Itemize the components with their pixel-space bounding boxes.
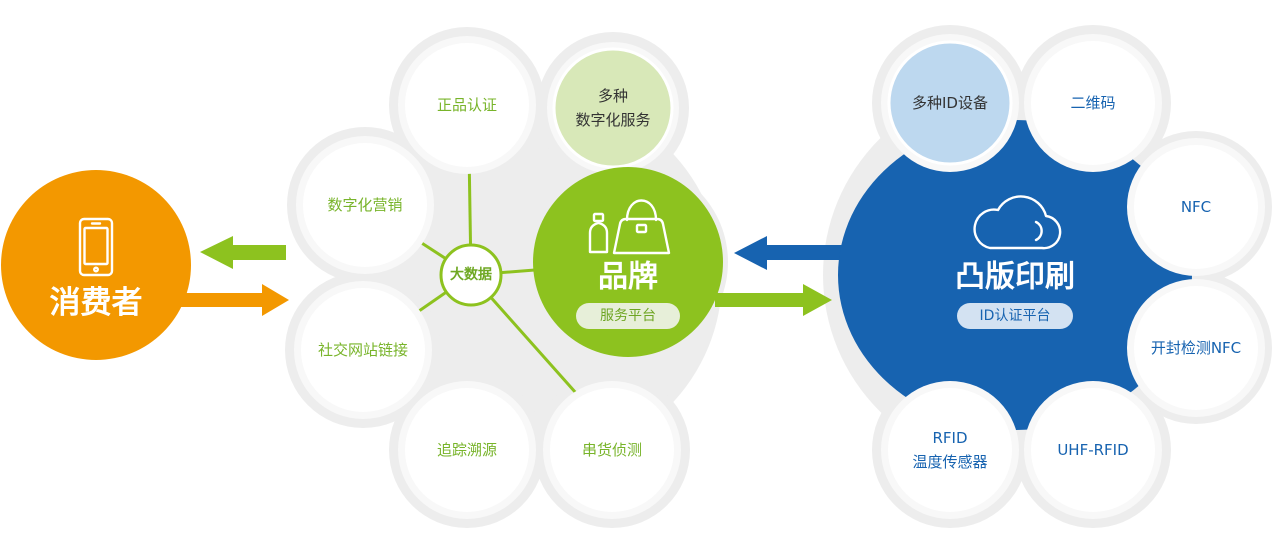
node-rfid-sensor-label-line-1: RFID	[932, 429, 967, 447]
perfume-bottle-body	[588, 221, 609, 254]
node-rfid-sensor: RFID 温度传感器	[881, 381, 1019, 519]
node-traceability-label: 追踪溯源	[437, 441, 497, 459]
node-circle-highlight	[552, 47, 674, 169]
shopping-bag-icon	[612, 199, 671, 255]
node-qr-code-label: 二维码	[1070, 94, 1115, 112]
consumer-label: 消费者	[50, 285, 143, 321]
arrow-brand-to-toppan	[715, 284, 832, 316]
toppan-title: 凸版印刷	[955, 260, 1075, 295]
brand-title: 品牌	[598, 260, 658, 295]
node-traceability: 追踪溯源	[398, 381, 536, 519]
node-circle-highlight	[887, 40, 1013, 166]
smartphone-screen	[83, 226, 109, 266]
cloud-inner-curve	[1034, 220, 1043, 242]
node-id-devices: 多种ID设备	[881, 34, 1019, 172]
brand-platform-pill	[576, 303, 680, 329]
brand-circle-group: 品牌 服务平台	[533, 167, 723, 357]
node-circle	[888, 388, 1012, 512]
arrow-toppan-to-brand	[734, 236, 845, 270]
toppan-circle	[838, 120, 1192, 430]
node-id-devices-label: 多种ID设备	[912, 94, 988, 112]
node-diversion-detection-label: 串货侦测	[582, 441, 642, 459]
smartphone-home-button	[92, 266, 99, 273]
node-circle	[303, 143, 427, 267]
brand-platform-label: 服务平台	[600, 308, 656, 324]
node-authenticity-label: 正品认证	[437, 96, 497, 114]
cloud-outline	[973, 195, 1062, 250]
node-circle	[405, 388, 529, 512]
node-diversion-detection: 串货侦测	[543, 381, 681, 519]
toppan-content: 凸版印刷 ID认证平台	[955, 195, 1075, 329]
shopping-bag-body	[612, 217, 671, 255]
node-circle	[1134, 145, 1258, 269]
arrow-brand-to-consumer	[200, 236, 286, 269]
node-digital-services-label-line-2: 数字化服务	[575, 111, 650, 129]
big-data-label: 大数据	[450, 266, 492, 283]
node-rfid-sensor-label-line-2: 温度传感器	[912, 453, 987, 471]
shopping-bag-clasp	[635, 223, 648, 234]
node-social-links: 社交网站链接	[294, 281, 432, 419]
node-circle	[1031, 388, 1155, 512]
node-circle	[1031, 41, 1155, 165]
node-circle	[405, 43, 529, 167]
big-data-hub: 大数据	[439, 243, 503, 307]
big-data-circle	[439, 243, 503, 307]
cloud-icon	[973, 195, 1062, 250]
perfume-bottle-cap	[592, 212, 605, 223]
node-qr-code: 二维码	[1024, 34, 1162, 172]
toppan-platform-pill	[957, 303, 1073, 329]
node-digital-marketing: 数字化营销	[296, 136, 434, 274]
node-social-links-label: 社交网站链接	[318, 341, 408, 359]
consumer-circle-group: 消费者	[1, 170, 191, 360]
node-circle	[1134, 286, 1258, 410]
node-tamper-nfc-label: 开封检测NFC	[1151, 339, 1241, 357]
node-digital-marketing-label: 数字化营销	[327, 196, 402, 214]
node-tamper-nfc: 开封检测NFC	[1127, 279, 1265, 417]
smartphone-body	[78, 217, 114, 277]
node-uhf-rfid-label: UHF-RFID	[1057, 441, 1128, 459]
perfume-bottle-icon	[588, 212, 609, 254]
shopping-bag-handle	[625, 199, 658, 222]
node-authenticity: 正品认证	[398, 36, 536, 174]
toppan-platform-label: ID认证平台	[980, 308, 1051, 324]
node-digital-services: 多种 数字化服务	[547, 42, 679, 174]
arrow-consumer-to-brand	[180, 284, 289, 316]
node-circle	[550, 388, 674, 512]
node-circle	[301, 288, 425, 412]
node-uhf-rfid: UHF-RFID	[1024, 381, 1162, 519]
node-nfc: NFC	[1127, 138, 1265, 276]
node-nfc-label: NFC	[1181, 198, 1211, 216]
node-digital-services-label-line-1: 多种	[598, 87, 628, 105]
smartphone-icon	[78, 217, 114, 277]
